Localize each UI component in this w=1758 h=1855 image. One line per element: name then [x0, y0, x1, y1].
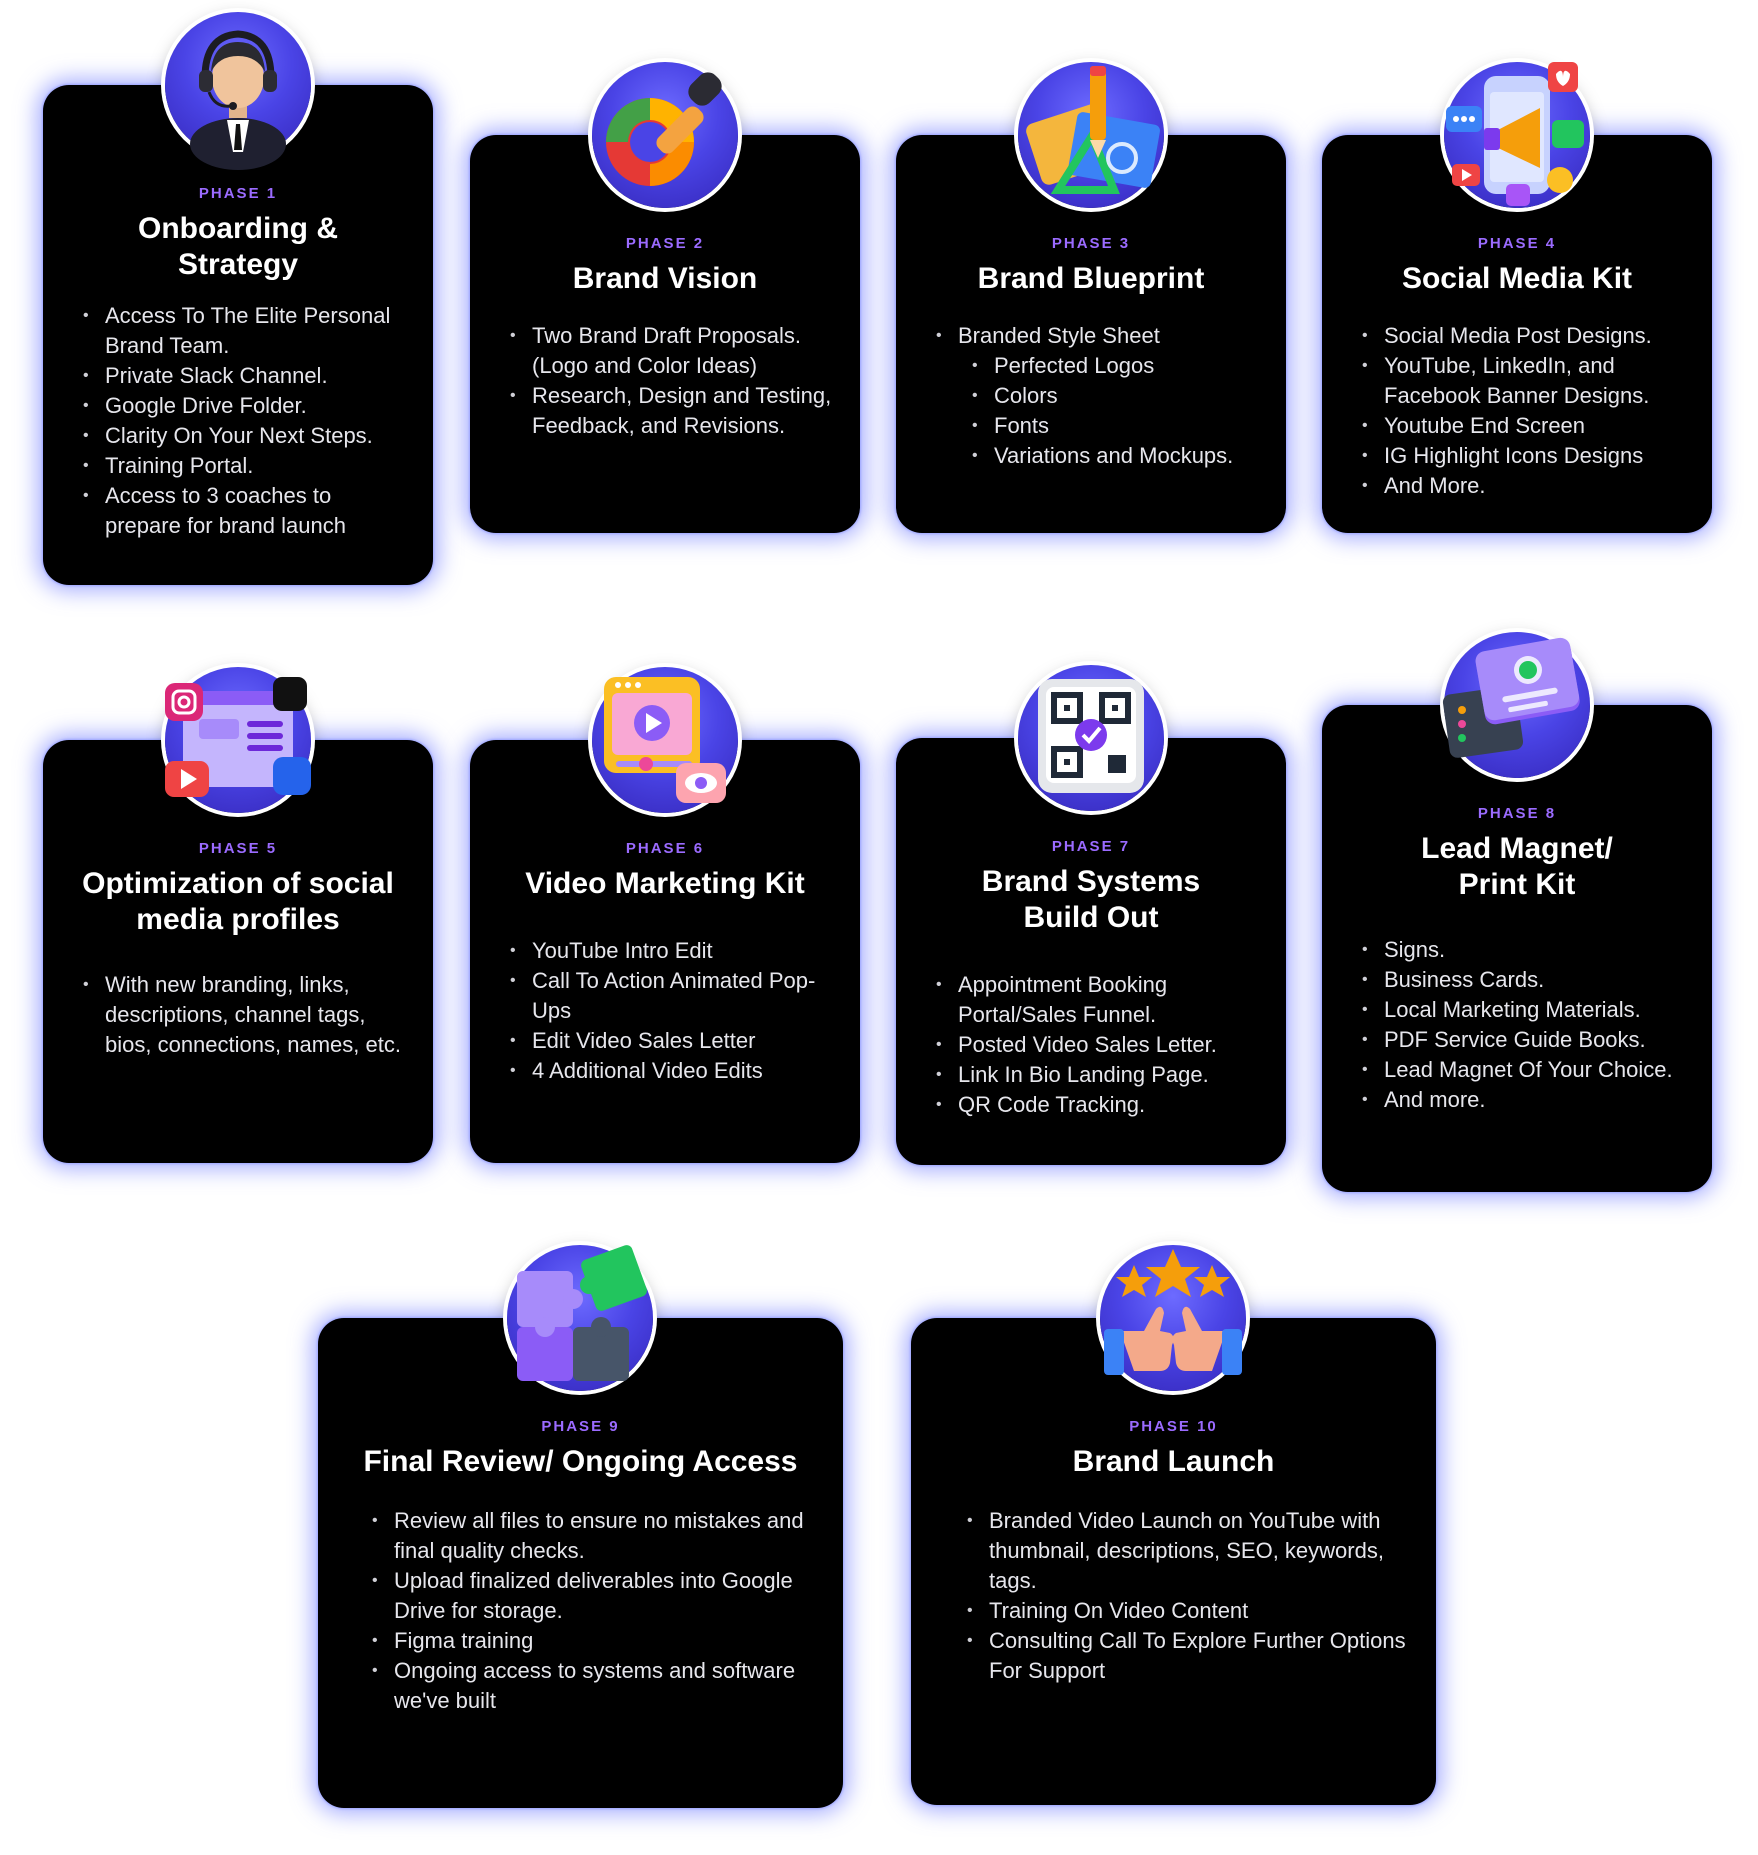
list-item: Review all files to ensure no mistakes a…	[372, 1506, 813, 1566]
phase-card-8: PHASE 8 Lead Magnet/ Print Kit Signs. Bu…	[1322, 705, 1712, 1192]
phase-title: Onboarding & Strategy	[138, 212, 338, 281]
phase-label: PHASE 6	[625, 840, 705, 857]
list-item: Social Media Post Designs.	[1362, 321, 1698, 351]
list-item: Business Cards.	[1362, 965, 1698, 995]
color-picker-icon	[592, 62, 738, 208]
design-tools-icon	[1018, 62, 1164, 208]
list-item: YouTube Intro Edit	[510, 936, 842, 966]
phase-items: With new branding, links, descriptions, …	[83, 970, 411, 1060]
list-item: Consulting Call To Explore Further Optio…	[967, 1626, 1406, 1686]
list-item: Clarity On Your Next Steps.	[83, 421, 411, 451]
phase-items: Signs. Business Cards. Local Marketing M…	[1362, 935, 1698, 1115]
phase-title: Brand Launch	[1072, 1445, 1275, 1478]
phase-title: Final Review/ Ongoing Access	[363, 1445, 798, 1478]
phase-items: Appointment Booking Portal/Sales Funnel.…	[936, 970, 1268, 1120]
list-item: Access to 3 coaches to prepare for brand…	[83, 481, 411, 541]
thumbs-up-stars-icon	[1100, 1245, 1246, 1391]
phase-card-9: PHASE 9 Final Review/ Ongoing Access Rev…	[318, 1318, 843, 1808]
list-item: YouTube, LinkedIn, and Facebook Banner D…	[1362, 351, 1698, 411]
phase-items: Review all files to ensure no mistakes a…	[372, 1506, 813, 1716]
list-item: 4 Additional Video Edits	[510, 1056, 842, 1086]
phase-title: Optimization of social media profiles	[82, 867, 394, 936]
list-item: Signs.	[1362, 935, 1698, 965]
list-item: Google Drive Folder.	[83, 391, 411, 421]
phase-label: PHASE 4	[1477, 235, 1557, 252]
phase-label: PHASE 9	[541, 1418, 620, 1435]
list-item: Figma training	[372, 1626, 813, 1656]
phase-title: Lead Magnet/ Print Kit	[1421, 832, 1613, 901]
puzzle-icon	[507, 1245, 653, 1391]
phase-title: Brand Vision	[572, 262, 758, 295]
list-item: And More.	[1362, 471, 1698, 501]
phase-items: Two Brand Draft Proposals. (Logo and Col…	[510, 321, 842, 441]
list-item: Youtube End Screen	[1362, 411, 1698, 441]
list-item: QR Code Tracking.	[936, 1090, 1268, 1120]
phase-title: Video Marketing Kit	[525, 867, 805, 900]
phase-title: Brand Blueprint	[977, 262, 1205, 295]
list-item: With new branding, links, descriptions, …	[83, 970, 411, 1060]
list-item: And more.	[1362, 1085, 1698, 1115]
phase-label: PHASE 2	[625, 235, 705, 252]
list-item: Upload finalized deliverables into Googl…	[372, 1566, 813, 1626]
list-item: Call To Action Animated Pop-Ups	[510, 966, 842, 1026]
phase-label: PHASE 3	[1051, 235, 1131, 252]
list-item: Fonts	[972, 411, 1268, 441]
phase-card-3: PHASE 3 Brand Blueprint Branded Style Sh…	[896, 135, 1286, 533]
video-player-icon	[592, 667, 738, 813]
list-item: Local Marketing Materials.	[1362, 995, 1698, 1025]
list-item: Two Brand Draft Proposals. (Logo and Col…	[510, 321, 842, 381]
phase-items: Access To The Elite Personal Brand Team.…	[83, 301, 411, 541]
qr-code-icon	[1018, 665, 1164, 811]
list-item: IG Highlight Icons Designs	[1362, 441, 1698, 471]
phase-card-6: PHASE 6 Video Marketing Kit YouTube Intr…	[470, 740, 860, 1163]
list-item: Branded Style Sheet	[936, 321, 1268, 351]
list-item: Training On Video Content	[967, 1596, 1406, 1626]
phase-items: Branded Style Sheet Perfected Logos Colo…	[936, 321, 1268, 471]
phase-label: PHASE 10	[1129, 1418, 1218, 1435]
phase-label: PHASE 5	[198, 840, 278, 857]
list-item: Training Portal.	[83, 451, 411, 481]
social-megaphone-icon	[1444, 62, 1590, 208]
list-item: Posted Video Sales Letter.	[936, 1030, 1268, 1060]
phase-label: PHASE 8	[1477, 805, 1557, 822]
phase-card-10: PHASE 10 Brand Launch Branded Video Laun…	[911, 1318, 1436, 1805]
list-item: Private Slack Channel.	[83, 361, 411, 391]
support-agent-icon	[165, 12, 311, 170]
phase-label: PHASE 1	[198, 185, 278, 202]
phase-label: PHASE 7	[1051, 838, 1131, 855]
phase-items: YouTube Intro Edit Call To Action Animat…	[510, 936, 842, 1086]
social-profiles-icon	[165, 667, 311, 813]
list-item: Research, Design and Testing, Feedback, …	[510, 381, 842, 441]
list-item: Access To The Elite Personal Brand Team.	[83, 301, 411, 361]
list-item: Lead Magnet Of Your Choice.	[1362, 1055, 1698, 1085]
business-card-icon	[1442, 632, 1590, 778]
list-item: PDF Service Guide Books.	[1362, 1025, 1698, 1055]
list-item: Perfected Logos	[972, 351, 1268, 381]
phase-items: Branded Video Launch on YouTube with thu…	[967, 1506, 1406, 1686]
phase-items: Social Media Post Designs. YouTube, Link…	[1362, 321, 1698, 501]
list-item: Variations and Mockups.	[972, 441, 1268, 471]
list-item: Edit Video Sales Letter	[510, 1026, 842, 1056]
list-item: Ongoing access to systems and software w…	[372, 1656, 813, 1716]
list-item: Appointment Booking Portal/Sales Funnel.	[936, 970, 1268, 1030]
list-item: Branded Video Launch on YouTube with thu…	[967, 1506, 1406, 1596]
phase-title: Brand Systems Build Out	[981, 865, 1201, 934]
phase-title: Social Media Kit	[1401, 262, 1633, 295]
phase-card-4: PHASE 4 Social Media Kit Social Media Po…	[1322, 135, 1712, 533]
list-item: Colors	[972, 381, 1268, 411]
list-item: Link In Bio Landing Page.	[936, 1060, 1268, 1090]
